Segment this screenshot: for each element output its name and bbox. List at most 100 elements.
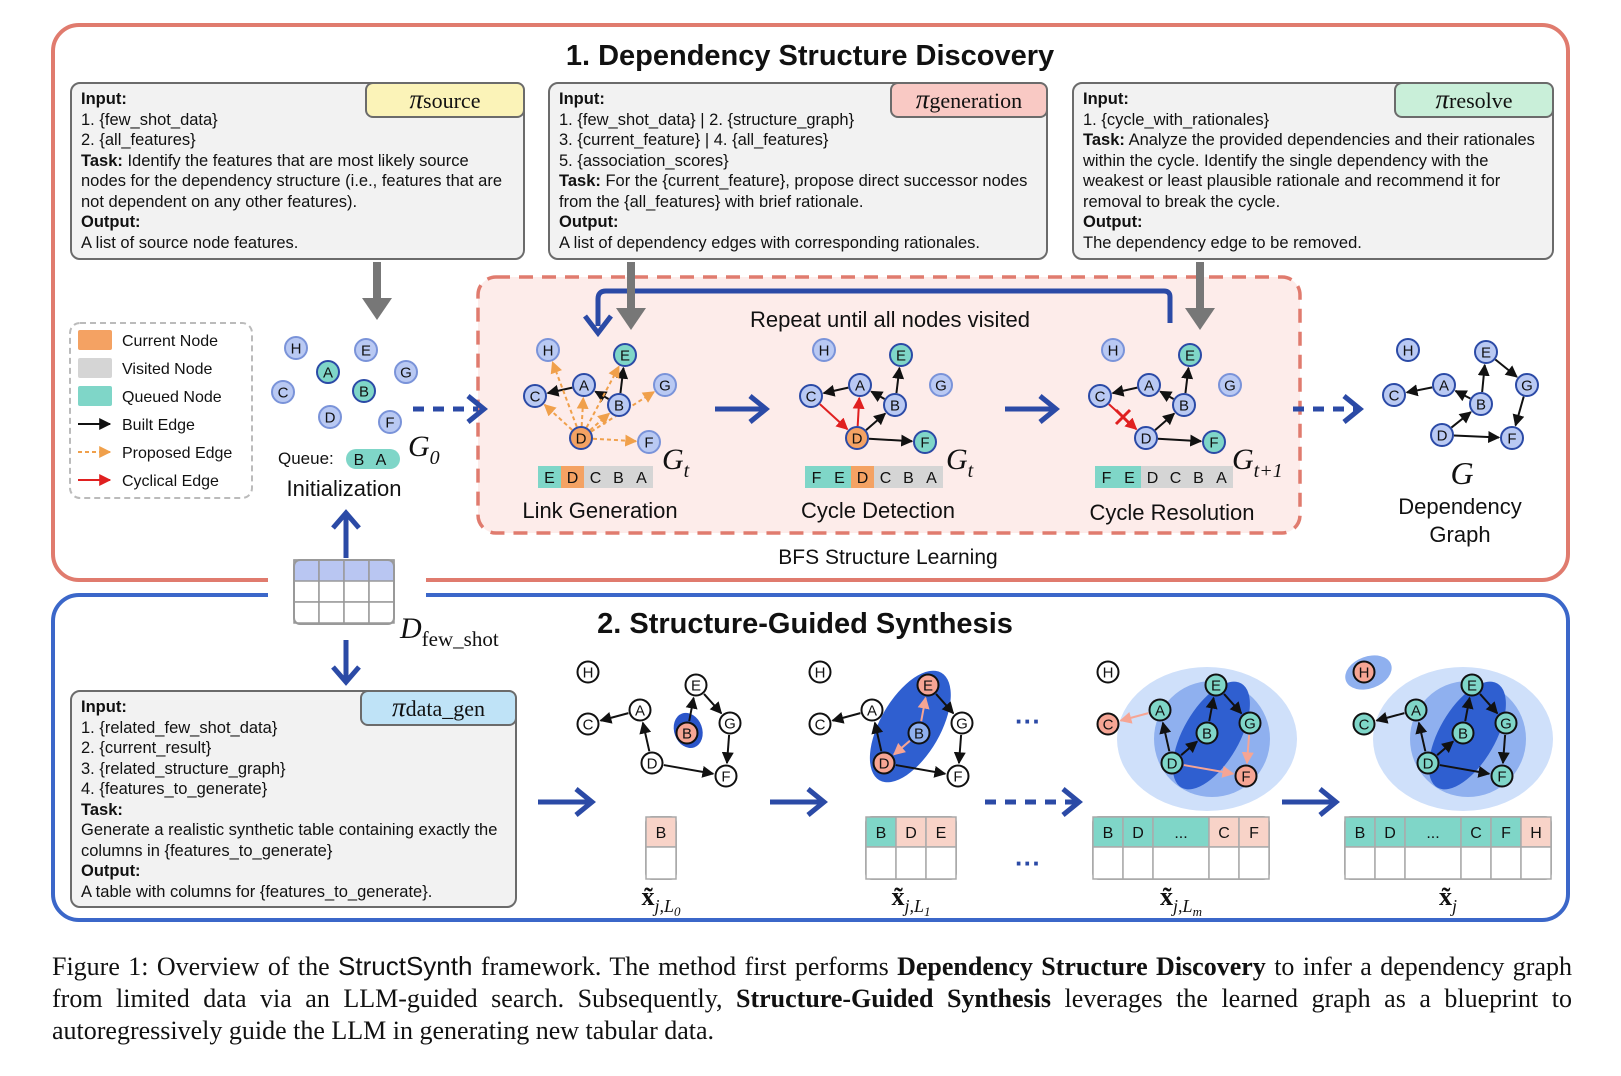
node-label: B — [1458, 726, 1468, 743]
step3-label: Cycle Resolution — [1089, 500, 1254, 525]
prompt-line: A list of dependency edges with correspo… — [559, 233, 981, 252]
edge — [892, 740, 911, 756]
node-label: F — [721, 769, 730, 786]
node-label: E — [620, 348, 630, 365]
prompt-line: Input: — [559, 90, 605, 108]
node-label: B — [682, 726, 692, 743]
edge — [1181, 366, 1194, 394]
legend-label: Queued Node — [122, 389, 222, 406]
node-label: B — [914, 726, 924, 743]
table-cell — [318, 559, 345, 583]
node-label: E — [923, 678, 933, 695]
node-label: B — [890, 398, 900, 415]
figure-caption: Figure 1: Overview of the StructSynth fr… — [52, 951, 1573, 1045]
node-E — [916, 673, 940, 697]
legend-swatch — [78, 330, 112, 350]
result-header-label: B — [1355, 825, 1366, 842]
prompt-line: Output: — [559, 213, 619, 231]
prompt-line: 3. {current_feature} | 4. {all_features} — [559, 131, 829, 149]
node-label: G — [400, 365, 412, 382]
node-label: B — [614, 398, 624, 415]
queue-cell — [828, 466, 851, 488]
result-header-cell — [1520, 816, 1552, 848]
node-label: C — [806, 389, 817, 406]
node-label: D — [1437, 428, 1448, 445]
node-A — [1148, 698, 1172, 722]
edge — [1453, 430, 1501, 443]
node-label: G — [1244, 716, 1256, 733]
node-label: B — [1179, 398, 1189, 415]
node-H — [812, 338, 836, 362]
pi-symbol: π — [1435, 84, 1449, 114]
node-F — [714, 764, 738, 788]
node-B — [907, 721, 931, 745]
node-H — [1101, 338, 1125, 362]
edge — [546, 384, 573, 397]
node-label: C — [530, 389, 541, 406]
queue-cell — [1164, 466, 1187, 488]
node-C — [808, 712, 832, 736]
result-header-cell — [1404, 816, 1462, 848]
node-label: B — [1476, 397, 1486, 414]
node-H — [808, 660, 832, 684]
prompt-line: Output: — [81, 862, 141, 880]
bfs-label: BFS Structure Learning — [778, 546, 997, 569]
node-label: C — [1103, 717, 1114, 734]
node-F — [1202, 430, 1226, 454]
table-cell — [368, 559, 395, 583]
edge — [917, 696, 930, 722]
edge — [585, 365, 620, 428]
init-graph-symbol: G0 — [408, 430, 440, 469]
edge — [1450, 411, 1472, 429]
node-G — [1238, 711, 1262, 735]
queue-item: D — [857, 470, 869, 487]
node-label: C — [278, 385, 289, 402]
queue-cell — [584, 466, 607, 488]
queue-item: E — [1124, 470, 1135, 487]
result-cell — [1374, 846, 1406, 880]
queue-cell — [607, 466, 630, 488]
node-A — [628, 698, 652, 722]
node-F — [946, 764, 970, 788]
node-label: E — [361, 343, 371, 360]
node-label: H — [583, 665, 594, 682]
framework-name: StructSynth — [338, 951, 473, 981]
node-C — [1088, 384, 1112, 408]
result-header-label: ... — [1426, 825, 1439, 842]
node-label: F — [1209, 435, 1218, 452]
section2-title: 2. Structure-Guided Synthesis — [597, 608, 1013, 640]
tag-source: πsource — [365, 82, 525, 118]
pi-subscript: generation — [929, 88, 1023, 113]
node-label: A — [635, 703, 645, 720]
queue-item: A — [376, 452, 387, 469]
edge — [703, 693, 723, 715]
node-G — [1494, 711, 1518, 735]
edge — [663, 764, 715, 778]
result-header-cell — [865, 816, 897, 848]
node-label: F — [920, 435, 929, 452]
prompt-line: 1. {few_shot_data} | 2. {structure_graph… — [559, 110, 855, 129]
node-label: E — [1467, 678, 1477, 695]
node-F — [1234, 764, 1258, 788]
pi-subscript: source — [423, 88, 481, 113]
init-label: Initialization — [287, 476, 402, 501]
result-header-label: D — [905, 825, 917, 842]
init-queue-label: Queue: — [278, 449, 334, 468]
prompt-line: Output: — [81, 213, 141, 231]
node-F — [1490, 764, 1514, 788]
table-cell — [293, 559, 320, 583]
remove-edge-icon — [1114, 408, 1132, 426]
node-D — [640, 751, 664, 775]
result-cell — [1208, 846, 1240, 880]
node-G — [1218, 373, 1242, 397]
result-header-label: B — [1103, 825, 1114, 842]
node-A — [1404, 698, 1428, 722]
node-B — [675, 721, 699, 745]
edge — [1223, 693, 1243, 715]
queue-cell — [1118, 466, 1141, 488]
prompt-line: Output: — [1083, 213, 1143, 231]
synth-ellipsis-top: ··· — [1015, 706, 1041, 736]
node-label: B — [1202, 726, 1212, 743]
node-C — [1352, 712, 1376, 736]
